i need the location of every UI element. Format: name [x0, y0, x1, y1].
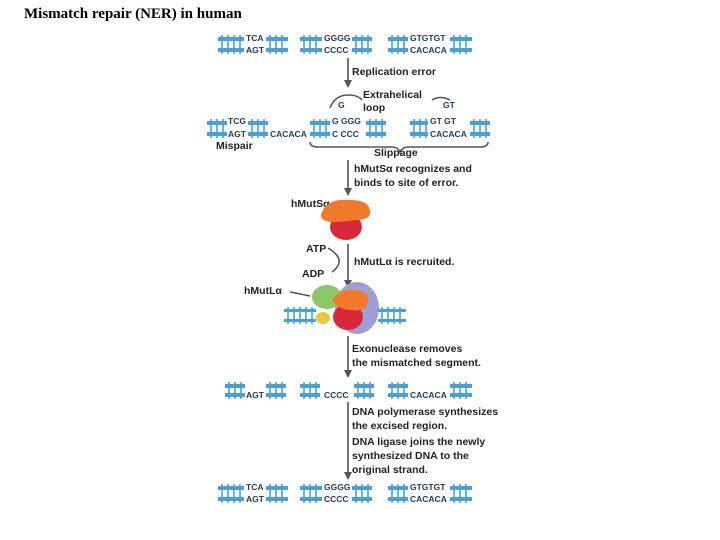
mid-seq-2-bot: C CCC — [332, 129, 359, 139]
step4-line1: Exonuclease removes — [352, 343, 462, 355]
bottom-seq-3-top: GTGTGT — [410, 482, 446, 492]
step4-line2: the mismatched segment. — [352, 357, 481, 369]
mid-seq-3-loop: GT — [443, 100, 456, 110]
mid-seq-1-top: TCG — [228, 116, 246, 126]
step2-line2: binds to site of error. — [354, 177, 459, 189]
slide-title: Mismatch repair (NER) in human — [24, 6, 242, 22]
bottom-seq-2-bot: CCCC — [324, 494, 349, 504]
hmutl-complex — [312, 282, 379, 334]
step5-line2: the excised region. — [352, 420, 447, 432]
msh-label: hMutSα — [291, 198, 330, 210]
slippage-label: Slippage — [374, 147, 418, 159]
top-seq-2-top: GGGG — [324, 33, 351, 43]
mid-seq-2-loop: G — [338, 100, 345, 110]
excised-dna-row: AGT CCCC CACACA — [225, 382, 472, 400]
step2-line1: hMutSα recognizes and — [354, 163, 472, 175]
bottom-seq-1-top: TCA — [246, 482, 263, 492]
atp-label: ATP — [306, 243, 326, 255]
mid-seq-2-top: G GGG — [332, 116, 361, 126]
loop-label-line2: loop — [363, 102, 385, 114]
top-seq-1-bot: AGT — [246, 45, 265, 55]
top-seq-1-top: TCA — [246, 33, 263, 43]
hmuts-alpha-protein — [321, 199, 371, 240]
top-seq-3-top: GTGTGT — [410, 33, 446, 43]
bottom-seq-3-bot: CACACA — [410, 494, 447, 504]
loop-label-line1: Extrahelical — [363, 89, 422, 101]
top-seq-2-bot: CCCC — [324, 45, 349, 55]
adp-label: ADP — [302, 268, 324, 280]
excised-seq-2: CCCC — [324, 390, 349, 400]
top-seq-3-bot: CACACA — [410, 45, 447, 55]
mid-seq-1-bot: AGT — [228, 129, 247, 139]
step5-line1: DNA polymerase synthesizes — [352, 406, 498, 418]
step5-line5: original strand. — [352, 464, 428, 476]
step-replication-error: Replication error — [352, 66, 436, 78]
mispair-label: Mispair — [216, 140, 253, 152]
complex-dna — [284, 307, 406, 324]
bottom-dna-row: TCA AGT GGGG CCCC GTGTGT CACACA — [218, 482, 472, 504]
bottom-seq-1-bot: AGT — [246, 494, 265, 504]
step5-line3: DNA ligase joins the newly — [352, 436, 485, 448]
step3-label: hMutLα is recruited. — [354, 256, 454, 268]
middle-dna-row: TCG AGT CACACA G G GGG C CCC GT GT GT CA… — [207, 100, 490, 139]
mid-seq-3-top: GT GT — [430, 116, 457, 126]
top-dna-row: TCA AGT GGGG CCCC GTGTGT CACACA — [218, 33, 472, 55]
mlh-label: hMutLα — [244, 285, 282, 297]
excised-seq-3: CACACA — [410, 390, 447, 400]
excised-seq-1: AGT — [246, 390, 265, 400]
step5-line4: synthesized DNA to the — [352, 450, 469, 462]
mid-seq-3-bot: CACACA — [430, 129, 467, 139]
mid-seq-1-bot2: CACACA — [270, 129, 307, 139]
bottom-seq-2-top: GGGG — [324, 482, 351, 492]
